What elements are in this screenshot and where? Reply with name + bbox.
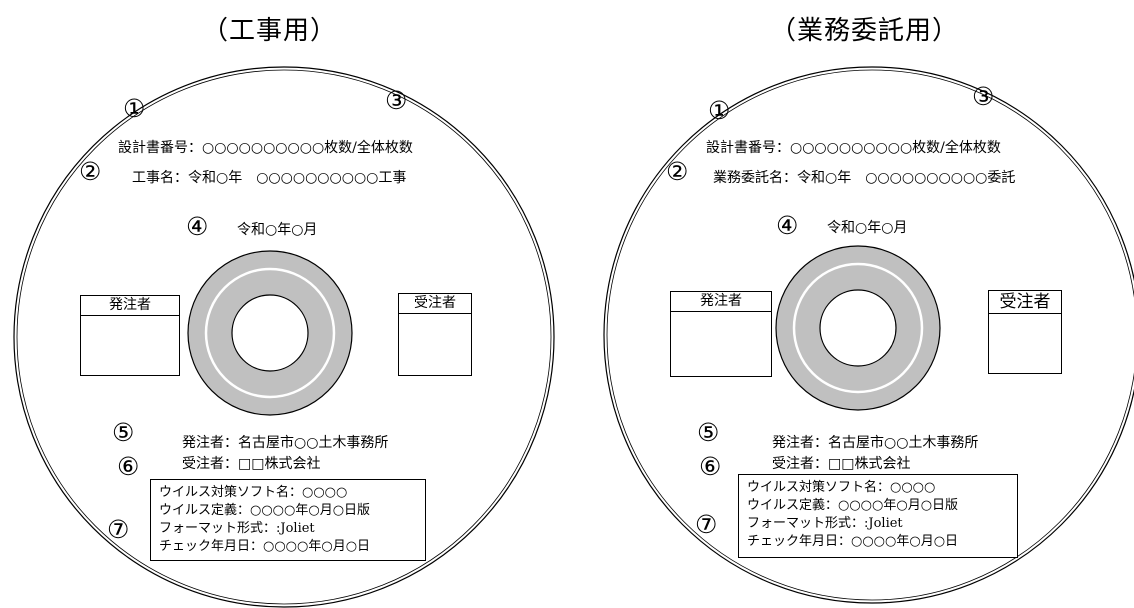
right-orderer: 発注者：名古屋市○○土木事務所	[772, 435, 979, 451]
left-contractor-box: 受注者	[398, 293, 472, 376]
left-check-date: チェック年月日：○○○○年○月○日	[159, 539, 371, 554]
right-date: 令和○年○月	[827, 220, 908, 236]
left-marker-3: ③	[385, 86, 408, 115]
right-marker-4: ④	[776, 211, 799, 240]
right-virus-software: ウイルス対策ソフト名：○○○○	[747, 480, 936, 495]
left-title: （工事用）	[202, 16, 338, 46]
left-orderer: 発注者：名古屋市○○土木事務所	[182, 435, 389, 451]
left-orderer-box-label: 発注者	[81, 296, 179, 316]
right-orderer-box: 発注者	[670, 291, 772, 377]
right-marker-7: ⑦	[695, 510, 718, 539]
left-virus-definition: ウイルス定義：○○○○年○月○日版	[159, 503, 371, 518]
right-marker-1: ①	[708, 96, 731, 125]
right-marker-6: ⑥	[699, 452, 722, 481]
right-disc	[603, 66, 1134, 604]
right-design-number: 設計書番号：○○○○○○○○○○枚数/全体枚数	[706, 140, 1001, 156]
right-marker-5: ⑤	[697, 418, 720, 447]
left-marker-2: ②	[79, 157, 102, 186]
right-project-name: 業務委託名：令和○年 ○○○○○○○○○○委託	[713, 170, 1016, 186]
left-project-name: 工事名：令和○年 ○○○○○○○○○○工事	[132, 170, 407, 186]
left-marker-4: ④	[186, 212, 209, 241]
right-contractor: 受注者：□□株式会社	[772, 456, 911, 472]
right-title: （業務委託用）	[770, 16, 960, 46]
left-marker-6: ⑥	[117, 452, 140, 481]
right-virus-info-box: ウイルス対策ソフト名：○○○○ ウイルス定義：○○○○年○月○日版 フォーマット…	[738, 474, 1018, 558]
right-check-date: チェック年月日：○○○○年○月○日	[747, 534, 959, 549]
right-marker-3: ③	[972, 82, 995, 111]
left-contractor: 受注者：□□株式会社	[182, 456, 321, 472]
right-virus-definition: ウイルス定義：○○○○年○月○日版	[747, 498, 959, 513]
left-marker-7: ⑦	[107, 515, 130, 544]
left-format: フォーマット形式：:Joliet	[159, 521, 315, 536]
left-center-hole	[231, 294, 309, 372]
right-orderer-box-label: 発注者	[671, 292, 771, 312]
right-center-hole	[819, 289, 897, 367]
left-design-number: 設計書番号：○○○○○○○○○○枚数/全体枚数	[118, 140, 413, 156]
right-contractor-box: 受注者	[988, 290, 1062, 374]
left-virus-software: ウイルス対策ソフト名：○○○○	[159, 485, 348, 500]
right-contractor-box-label: 受注者	[989, 291, 1061, 314]
left-date: 令和○年○月	[237, 222, 318, 238]
left-virus-info-box: ウイルス対策ソフト名：○○○○ ウイルス定義：○○○○年○月○日版 フォーマット…	[150, 479, 426, 561]
right-format: フォーマット形式：:Joliet	[747, 516, 903, 531]
right-marker-2: ②	[666, 157, 689, 186]
left-contractor-box-label: 受注者	[399, 294, 471, 314]
left-disc	[13, 66, 555, 608]
left-orderer-box: 発注者	[80, 295, 180, 376]
left-marker-1: ①	[123, 94, 146, 123]
left-marker-5: ⑤	[112, 418, 135, 447]
